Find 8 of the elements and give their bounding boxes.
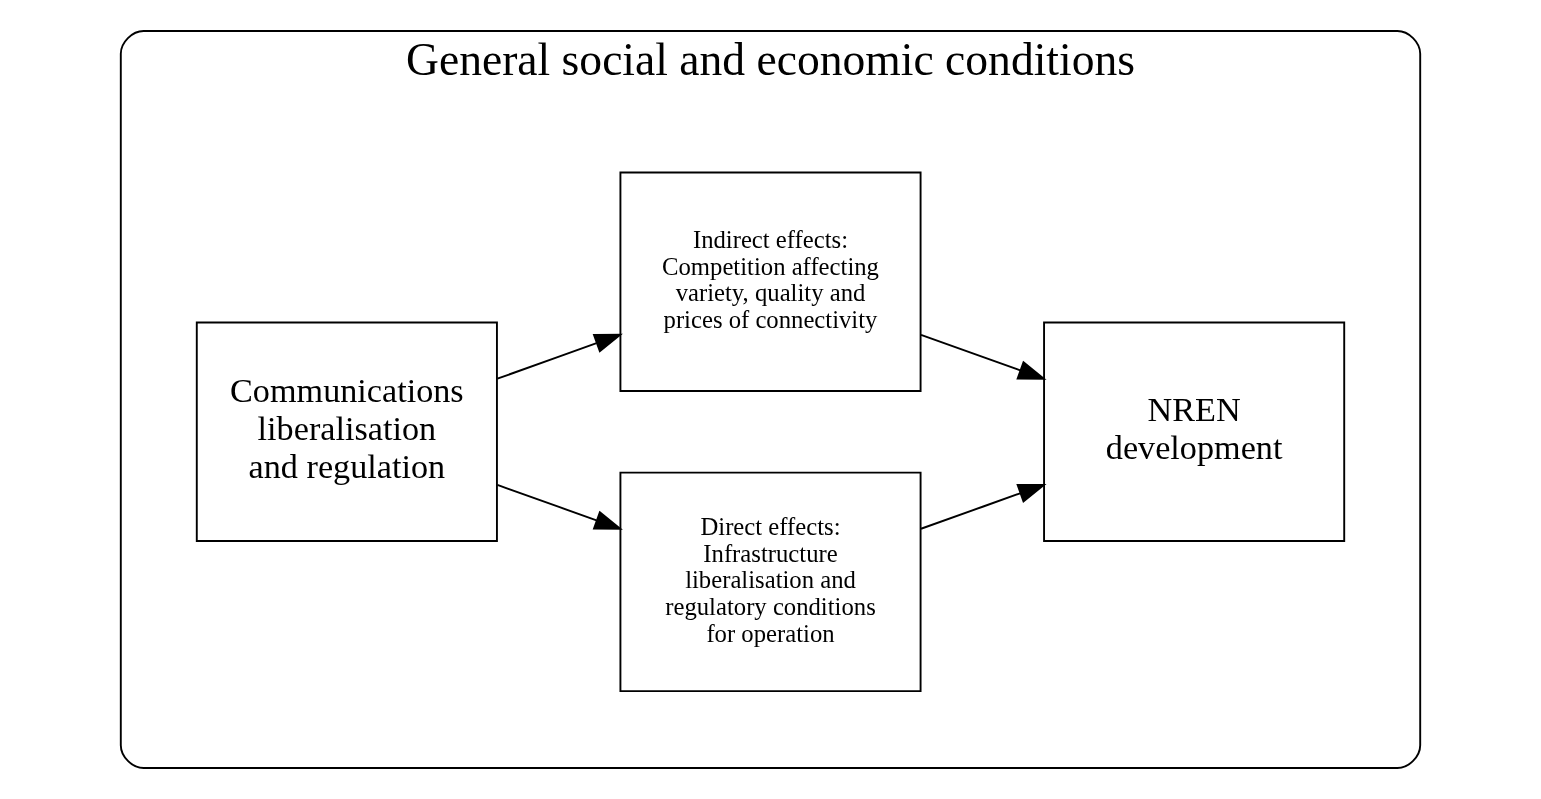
node-box: NREN development <box>1043 321 1346 542</box>
node-box: Direct effects: Infrastructure liberalisation and regulatory conditions for operation <box>619 471 922 693</box>
arrow <box>920 333 1047 380</box>
node-box: Communications liberalisation and regulation <box>195 321 498 542</box>
node-box: Indirect effects: Competition affecting variety, quality and prices of connectivity <box>619 171 922 392</box>
arrow <box>920 483 1047 530</box>
arrow <box>496 333 623 380</box>
arrow <box>496 483 623 530</box>
